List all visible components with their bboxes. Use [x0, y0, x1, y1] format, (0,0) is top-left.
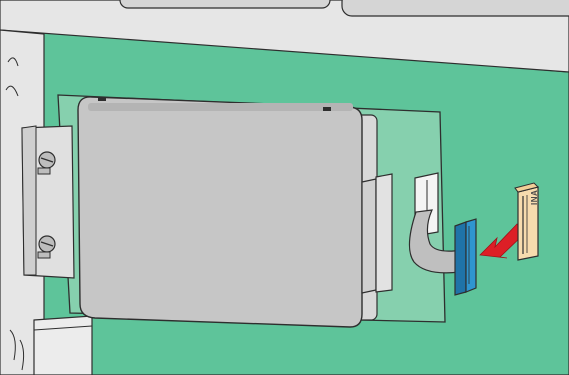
- mounting-bracket: [21, 125, 75, 279]
- connector-label: INA: [530, 189, 539, 205]
- screw-icon: [37, 235, 56, 259]
- chassis-top-rail: [0, 0, 569, 73]
- chassis-left-wall: [0, 29, 93, 375]
- board-socket: [514, 182, 539, 261]
- cable-plug: [454, 218, 477, 296]
- hard-disk-drive: [77, 96, 393, 328]
- screw-icon: [37, 151, 56, 175]
